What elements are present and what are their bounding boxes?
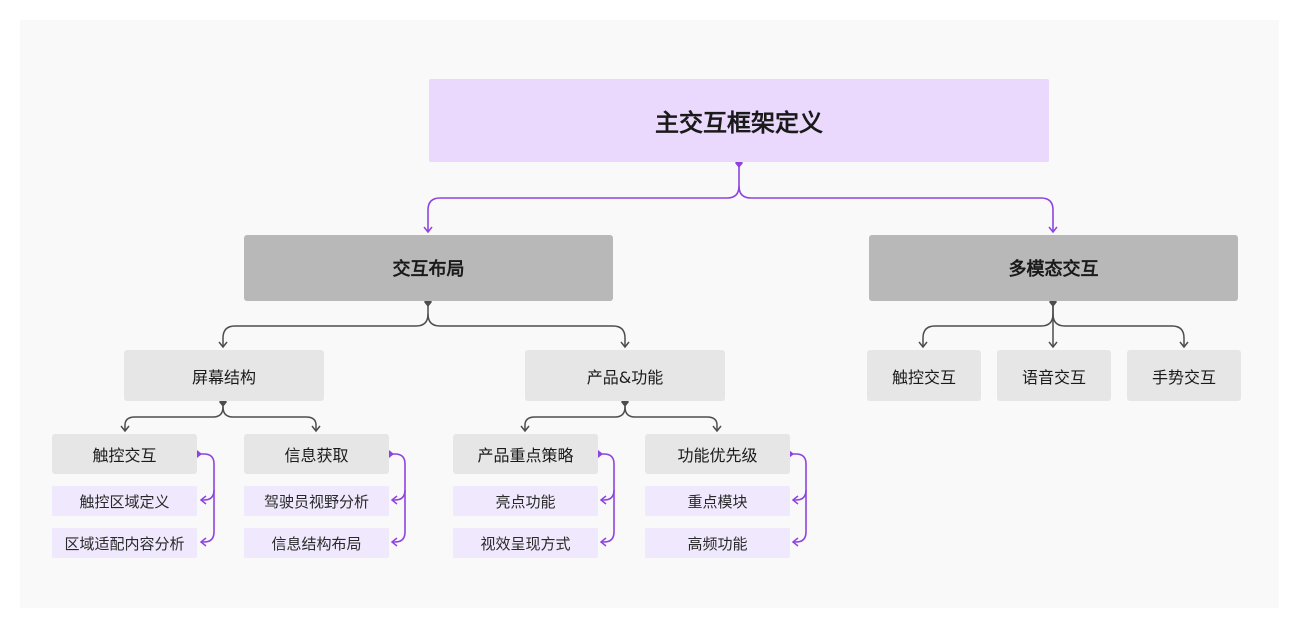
root-node: 主交互框架定义 [429,79,1049,162]
leaf-key-module: 重点模块 [645,486,790,516]
screen-structure-node: 屏幕结构 [124,350,324,401]
multimodal-item-gesture: 手势交互 [1127,350,1241,401]
multimodal-item-voice: 语音交互 [997,350,1111,401]
multimodal-connector [918,302,1189,349]
leaf-highlight-feature: 亮点功能 [453,486,598,516]
multimodal-item-touch: 触控交互 [867,350,981,401]
product-function-connector [520,402,722,433]
root-connector [423,163,1058,234]
leaf-touch-area-definition: 触控区域定义 [52,486,197,516]
screen-structure-connector [120,402,321,433]
leaf-high-frequency-feature: 高频功能 [645,528,790,558]
product-function-node: 产品&功能 [525,350,725,401]
multimodal-branch-node: 多模态交互 [869,235,1238,301]
leaf-visual-presentation: 视效呈现方式 [453,528,598,558]
priority-group-connector [790,453,807,547]
info-acquisition-node: 信息获取 [244,434,389,474]
layout-branch-node: 交互布局 [244,235,613,301]
touch-interaction-node: 触控交互 [52,434,197,474]
leaf-area-content-analysis: 区域适配内容分析 [52,528,197,558]
leaf-driver-view-analysis: 驾驶员视野分析 [244,486,389,516]
info-group-connector [389,453,406,547]
layout-connector [218,302,630,349]
product-strategy-node: 产品重点策略 [453,434,598,474]
strategy-group-connector [598,453,615,547]
touch-group-connector [198,453,215,547]
leaf-info-structure-layout: 信息结构布局 [244,528,389,558]
function-priority-node: 功能优先级 [645,434,790,474]
